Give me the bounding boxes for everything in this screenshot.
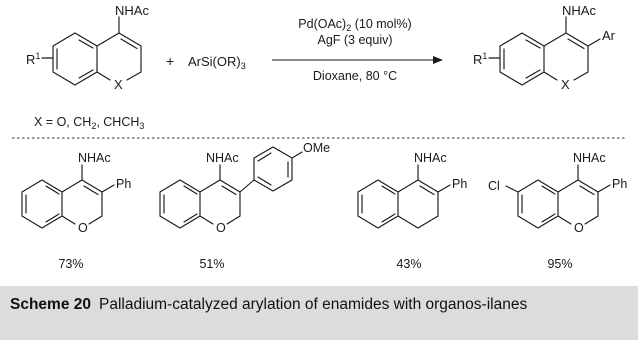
- example-3-yield: 43%: [396, 257, 421, 271]
- example-3-structure: [357, 164, 451, 229]
- example-4-ring-atom-label: O: [574, 221, 584, 235]
- example-4-yield: 95%: [547, 257, 572, 271]
- product-x-label: X: [561, 77, 570, 92]
- example-4-chloro-label: Cl: [488, 179, 500, 193]
- product-nhac-label: NHAc: [562, 3, 596, 18]
- example-4-aryl-label: Ph: [612, 177, 627, 191]
- example-4-nhac-label: NHAc: [573, 151, 606, 165]
- scheme-svg: NHAc X R1 + ArSi(OR)3 Pd(OAc)2 (10 mol%)…: [12, 3, 627, 271]
- conditions-additive: AgF (3 equiv): [317, 33, 392, 47]
- example-2-nhac-label: NHAc: [206, 151, 239, 165]
- example-3-nhac-label: NHAc: [414, 151, 447, 165]
- reaction-scheme: NHAc X R1 + ArSi(OR)3 Pd(OAc)2 (10 mol%)…: [12, 3, 627, 271]
- scheme-caption: Scheme 20 Palladium-catalyzed arylation o…: [0, 286, 638, 340]
- reagent-arylsilane: ArSi(OR)3: [188, 54, 246, 71]
- conditions-catalyst: Pd(OAc)2 (10 mol%): [298, 17, 411, 33]
- caption-label: Scheme 20: [10, 296, 91, 313]
- example-1-ring-atom-label: O: [78, 221, 88, 235]
- reactant-1-nhac-label: NHAc: [115, 3, 149, 18]
- reactant-1-r-label: R1: [26, 51, 40, 67]
- example-1-aryl-label: Ph: [116, 177, 131, 191]
- product-ar-label: Ar: [602, 28, 616, 43]
- example-1-structure: [21, 164, 115, 229]
- conditions-solvent-temperature: Dioxane, 80 °C: [313, 69, 397, 83]
- example-2-methoxy-label: OMe: [303, 141, 330, 155]
- reactant-1-x-label: X: [114, 77, 123, 92]
- x-definition: X = O, CH2, CHCH3: [34, 115, 144, 131]
- example-3-aryl-label: Ph: [452, 177, 467, 191]
- example-2-ring-atom-label: O: [216, 221, 226, 235]
- example-4-structure: [505, 164, 611, 229]
- plus-sign: +: [166, 53, 174, 69]
- reactant-1-structure: [41, 16, 142, 86]
- caption-text: Palladium-catalyzed arylation of enamide…: [99, 296, 528, 313]
- product-r-label: R1: [473, 51, 487, 67]
- example-2-structure: [159, 146, 303, 229]
- example-1-yield: 73%: [58, 257, 83, 271]
- example-1-nhac-label: NHAc: [78, 151, 111, 165]
- example-2-yield: 51%: [199, 257, 224, 271]
- product-structure: [488, 16, 601, 86]
